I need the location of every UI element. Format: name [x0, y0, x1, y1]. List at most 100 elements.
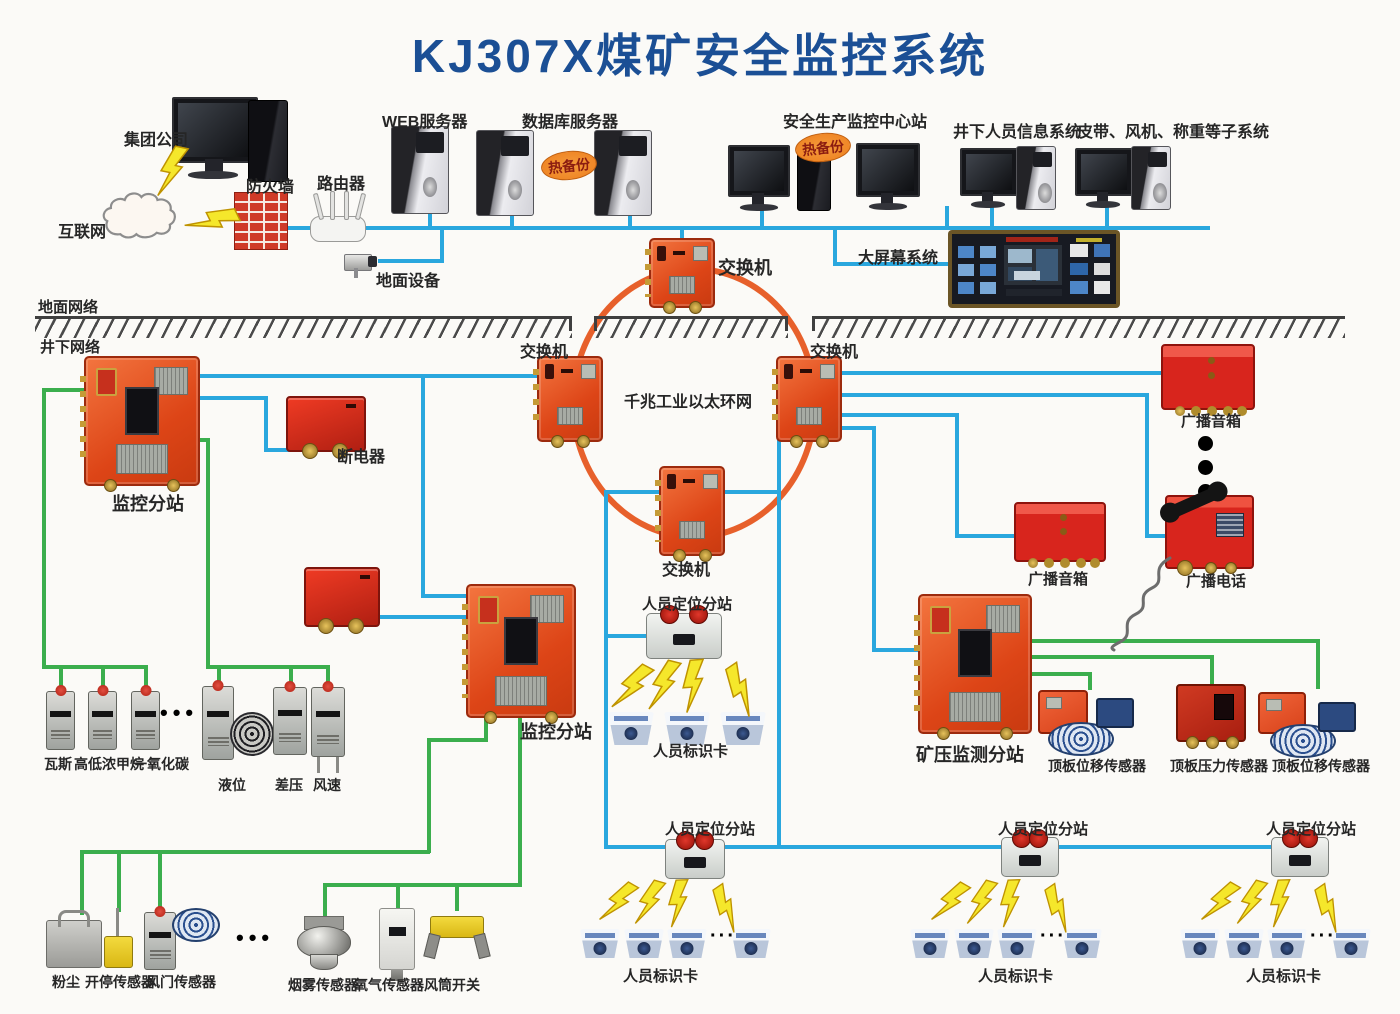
blue-cable	[196, 374, 540, 378]
blue-cable	[440, 226, 444, 263]
monitor-substation-2-label: 监控分站	[520, 722, 592, 742]
blue-cable	[955, 534, 1017, 538]
cable-gland	[484, 711, 497, 724]
continuation-dots	[1198, 436, 1213, 451]
monitor-stand	[982, 192, 993, 202]
ground-line-corner	[569, 316, 572, 331]
green-cable	[196, 438, 210, 442]
green-cable	[1028, 672, 1092, 676]
sensor-head	[1096, 698, 1134, 728]
connector-nubs	[533, 369, 539, 429]
center-station-monitor-2	[856, 143, 920, 197]
ring-label: 千兆工业以太环网	[623, 394, 752, 411]
cable-gland	[1225, 562, 1237, 574]
blue-cable	[838, 413, 959, 417]
methane-label: 高低浓甲烷	[74, 756, 144, 772]
cable-gland	[689, 301, 702, 314]
lightning-icon	[155, 143, 189, 201]
grill-plate	[986, 605, 1020, 633]
page-title: KJ307X煤矿安全监控系统	[411, 30, 989, 82]
positioning-b-label: 人员定位分站	[665, 821, 756, 838]
switch-bottom	[655, 466, 725, 562]
vent-slot	[667, 474, 676, 489]
cable-gland	[816, 435, 829, 448]
speaker-1-label: 广播音箱	[1181, 413, 1242, 430]
nameplate	[581, 364, 596, 379]
dust-label: 粉尘	[52, 974, 80, 990]
firewall-label: 防火墙	[246, 179, 295, 196]
cable-gland	[577, 435, 590, 448]
continuation-dots: ···	[1040, 925, 1066, 947]
blue-cable	[777, 438, 781, 849]
screw-dot	[1060, 514, 1067, 522]
id-card-c-label: 人员标识卡	[978, 968, 1054, 985]
id-card	[1180, 929, 1220, 958]
cable-gland	[318, 618, 334, 634]
router-device	[310, 216, 366, 242]
subsystems-tower	[1131, 146, 1171, 210]
diff-pressure-label: 差压	[275, 777, 303, 793]
blue-cable	[1145, 393, 1149, 538]
cable-gland	[104, 479, 117, 492]
continuation-dots: •••	[236, 925, 275, 950]
monitor-stand	[205, 159, 223, 172]
id-card	[1267, 929, 1307, 958]
center-station-label: 安全生产监控中心站	[783, 114, 928, 131]
personnel-info-monitor	[960, 148, 1018, 196]
sensor-damper	[144, 912, 176, 970]
grill	[51, 729, 70, 739]
ground-line	[812, 316, 1345, 319]
sensor-gas	[46, 691, 75, 750]
breaker-label: 断电器	[337, 449, 386, 466]
sensor-dust	[46, 920, 102, 968]
id-card	[997, 929, 1037, 958]
card-slot	[1289, 855, 1311, 867]
monitor-substation-1	[80, 356, 200, 492]
id-card	[1062, 929, 1102, 958]
green-cable	[323, 883, 327, 916]
display-window	[504, 616, 538, 665]
duct-switch-label: 风筒开关	[424, 977, 480, 993]
green-cable	[1316, 639, 1320, 689]
roof-displacement-1-label: 顶板位移传感器	[1048, 758, 1146, 774]
sensor-leg	[336, 755, 339, 773]
smoke-label: 烟雾传感器	[288, 977, 358, 993]
broadcast-speaker-2	[1014, 502, 1106, 568]
id-card	[664, 712, 710, 745]
switch-bar	[430, 916, 484, 938]
ground-hatch	[812, 319, 1345, 338]
grill-plate	[949, 692, 1001, 722]
connector-row	[1028, 558, 1038, 568]
vent-slot	[800, 369, 812, 373]
subsystems-label: 皮带、风机、称重等子系统	[1077, 124, 1270, 141]
mine-pressure-label: 矿压监测分站	[916, 745, 1024, 765]
hanger	[116, 908, 119, 938]
big-screen-console	[948, 230, 1120, 308]
speaker-2-label: 广播音箱	[1028, 571, 1089, 588]
connector-nubs	[462, 604, 468, 698]
cable-gland	[332, 443, 348, 459]
green-cable	[144, 665, 148, 694]
nameplate	[703, 474, 718, 489]
id-card	[608, 712, 654, 745]
personnel-info-tower	[1016, 146, 1056, 210]
cable-gland	[348, 618, 364, 634]
connector-row	[1175, 406, 1185, 416]
ground-hatch	[35, 319, 572, 338]
cable-gland	[1226, 736, 1239, 749]
grill-plate	[669, 276, 695, 295]
connector-nubs	[914, 615, 920, 713]
cable-gland	[1177, 560, 1193, 576]
id-card	[580, 929, 620, 958]
green-cable	[1088, 672, 1092, 690]
grill-plate	[679, 520, 705, 539]
green-cable	[206, 438, 210, 668]
green-cable	[206, 665, 330, 669]
green-cable	[484, 712, 488, 742]
blue-cable	[838, 426, 876, 430]
hot-backup-badge: 热备份	[539, 148, 599, 183]
green-cable	[455, 883, 459, 911]
continuation-dots: •••	[160, 700, 199, 725]
duct-switch-device	[423, 910, 491, 960]
sensor-smoke	[297, 916, 351, 972]
